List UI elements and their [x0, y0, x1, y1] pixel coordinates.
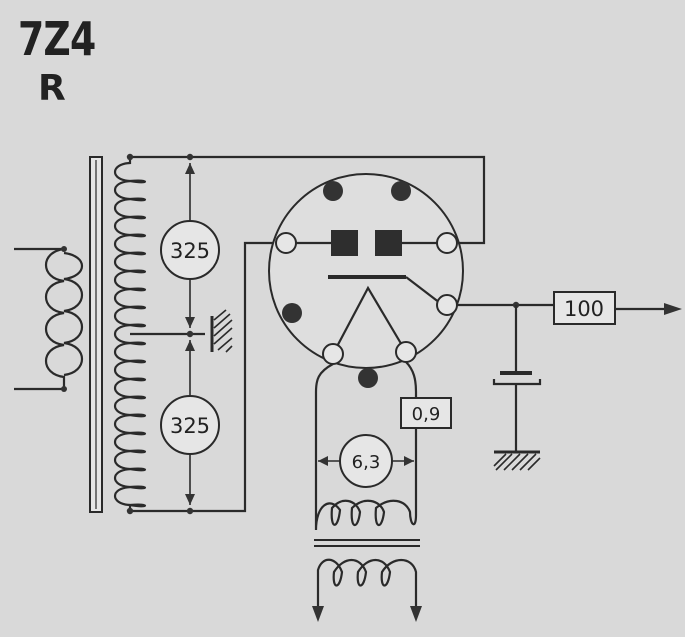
transformer-core — [89, 156, 103, 513]
anode-right — [375, 230, 402, 256]
hv-upper-label: 325 — [160, 220, 220, 280]
voltage-arrows — [185, 163, 195, 505]
load-resistor — [553, 291, 616, 325]
anode-left — [331, 230, 358, 256]
filament-current-text: 0,9 — [412, 404, 441, 425]
secondary-winding — [113, 153, 486, 515]
tube-variant-label: R — [38, 68, 66, 109]
output-arrow-icon — [664, 303, 682, 315]
load-text: 100 — [564, 297, 604, 321]
hv-lower-text: 325 — [170, 414, 210, 438]
filament-in-arrow-icon — [312, 606, 324, 622]
filament-voltage-text: 6,3 — [352, 452, 381, 473]
filament-current-box — [400, 397, 452, 429]
tube-type-title: 7Z4 — [18, 12, 96, 66]
rectifier-tube — [268, 173, 464, 388]
filament-voltage-circle — [339, 434, 393, 488]
output-circuit: 100 — [457, 291, 682, 471]
primary-winding — [14, 246, 83, 392]
hv-lower-label: 325 — [160, 395, 220, 455]
filament-circuit: 0,9 6,3 — [312, 361, 452, 622]
center-tap-ground-icon — [210, 309, 233, 353]
filament-out-arrow-icon — [410, 606, 422, 622]
hv-upper-text: 325 — [170, 239, 210, 263]
heater-filament — [332, 285, 407, 355]
